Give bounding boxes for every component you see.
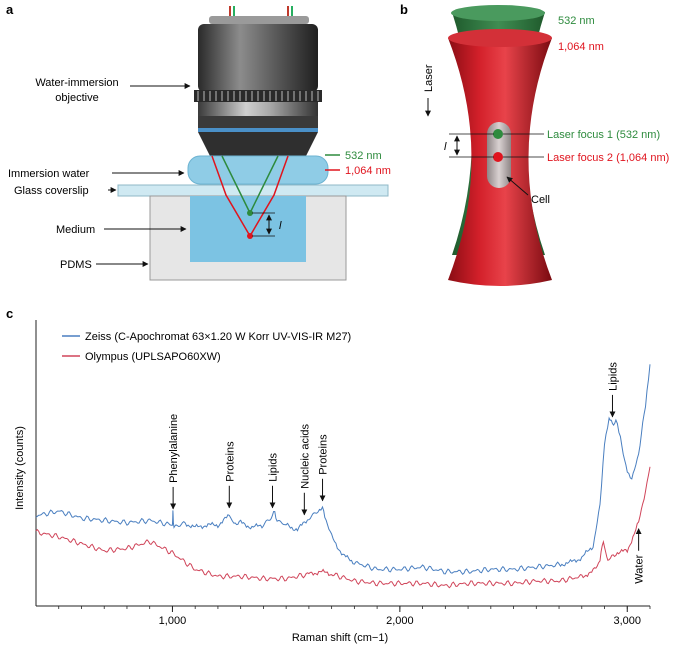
water-immersion-objective bbox=[194, 16, 322, 156]
panel-a-legend: 532 nm 1,064 nm bbox=[325, 150, 391, 177]
annotation-label: Nucleic acids bbox=[299, 423, 311, 488]
x-tick-label: 2,000 bbox=[386, 615, 414, 627]
series-group bbox=[35, 364, 651, 589]
immersion-water-drop bbox=[187, 155, 329, 185]
panel-a: a bbox=[6, 2, 391, 281]
annotation-label: Lipids bbox=[268, 453, 280, 482]
coverslip-label: Glass coverslip bbox=[14, 185, 89, 197]
panel-b-1064-label: 1,064 nm bbox=[558, 41, 604, 53]
medium-label: Medium bbox=[56, 224, 95, 236]
green-focus-dot bbox=[247, 210, 253, 216]
focus1-label: Laser focus 1 (532 nm) bbox=[547, 129, 660, 141]
annotation-label: Proteins bbox=[224, 441, 236, 482]
x-minor-ticks bbox=[58, 606, 651, 609]
distance-label-b: l bbox=[444, 141, 447, 153]
chart-legend: Zeiss (C-Apochromat 63×1.20 W Korr UV-VI… bbox=[62, 331, 351, 363]
cell-leader bbox=[506, 176, 529, 196]
x-tick-label: 3,000 bbox=[613, 615, 641, 627]
panel-b: b 532 nm 1,064 nm Laser l Laser focus 1 … bbox=[400, 2, 669, 286]
medium-well bbox=[190, 196, 306, 262]
series-line-olympus bbox=[35, 466, 651, 589]
x-tick-label: 1,000 bbox=[159, 615, 187, 627]
legend-532: 532 nm bbox=[345, 150, 382, 162]
legend-zeiss-label: Zeiss (C-Apochromat 63×1.20 W Korr UV-VI… bbox=[85, 331, 351, 343]
immersion-water-label: Immersion water bbox=[8, 168, 90, 180]
annotation-label: Proteins bbox=[318, 434, 330, 475]
focus2-dot bbox=[493, 152, 503, 162]
chart-axes bbox=[35, 320, 650, 607]
objective-label-line1: Water-immersion bbox=[35, 77, 118, 89]
focus2-label: Laser focus 2 (1,064 nm) bbox=[547, 152, 669, 164]
panel-c: c 1,000 2,000 3,000 Intensity (counts) Ram… bbox=[6, 306, 651, 644]
series-line-zeiss bbox=[35, 364, 651, 576]
panel-a-letter: a bbox=[6, 2, 14, 17]
distance-label-a: l bbox=[279, 220, 282, 232]
glass-coverslip bbox=[117, 184, 389, 197]
panel-b-532-label: 532 nm bbox=[558, 15, 595, 27]
annotation-label: Lipids bbox=[607, 362, 619, 391]
legend-1064: 1,064 nm bbox=[345, 165, 391, 177]
objective-label-line2: objective bbox=[55, 92, 98, 104]
pdms-label: PDMS bbox=[60, 259, 92, 271]
cell-label: Cell bbox=[531, 194, 550, 206]
y-axis-label: Intensity (counts) bbox=[14, 426, 26, 510]
panel-c-letter: c bbox=[6, 306, 13, 321]
x-axis-label: Raman shift (cm−1) bbox=[292, 632, 388, 644]
laser-label: Laser bbox=[423, 64, 435, 92]
legend-olympus-label: Olympus (UPLSAPO60XW) bbox=[85, 351, 221, 363]
red-focus-dot bbox=[247, 233, 253, 239]
annotation-label: Water bbox=[634, 554, 646, 583]
annotation-label: Phenylalanine bbox=[168, 414, 180, 483]
focus1-dot bbox=[493, 129, 503, 139]
panel-b-letter: b bbox=[400, 2, 408, 17]
objective-knurl bbox=[197, 91, 319, 101]
x-ticks: 1,000 2,000 3,000 bbox=[159, 606, 641, 627]
